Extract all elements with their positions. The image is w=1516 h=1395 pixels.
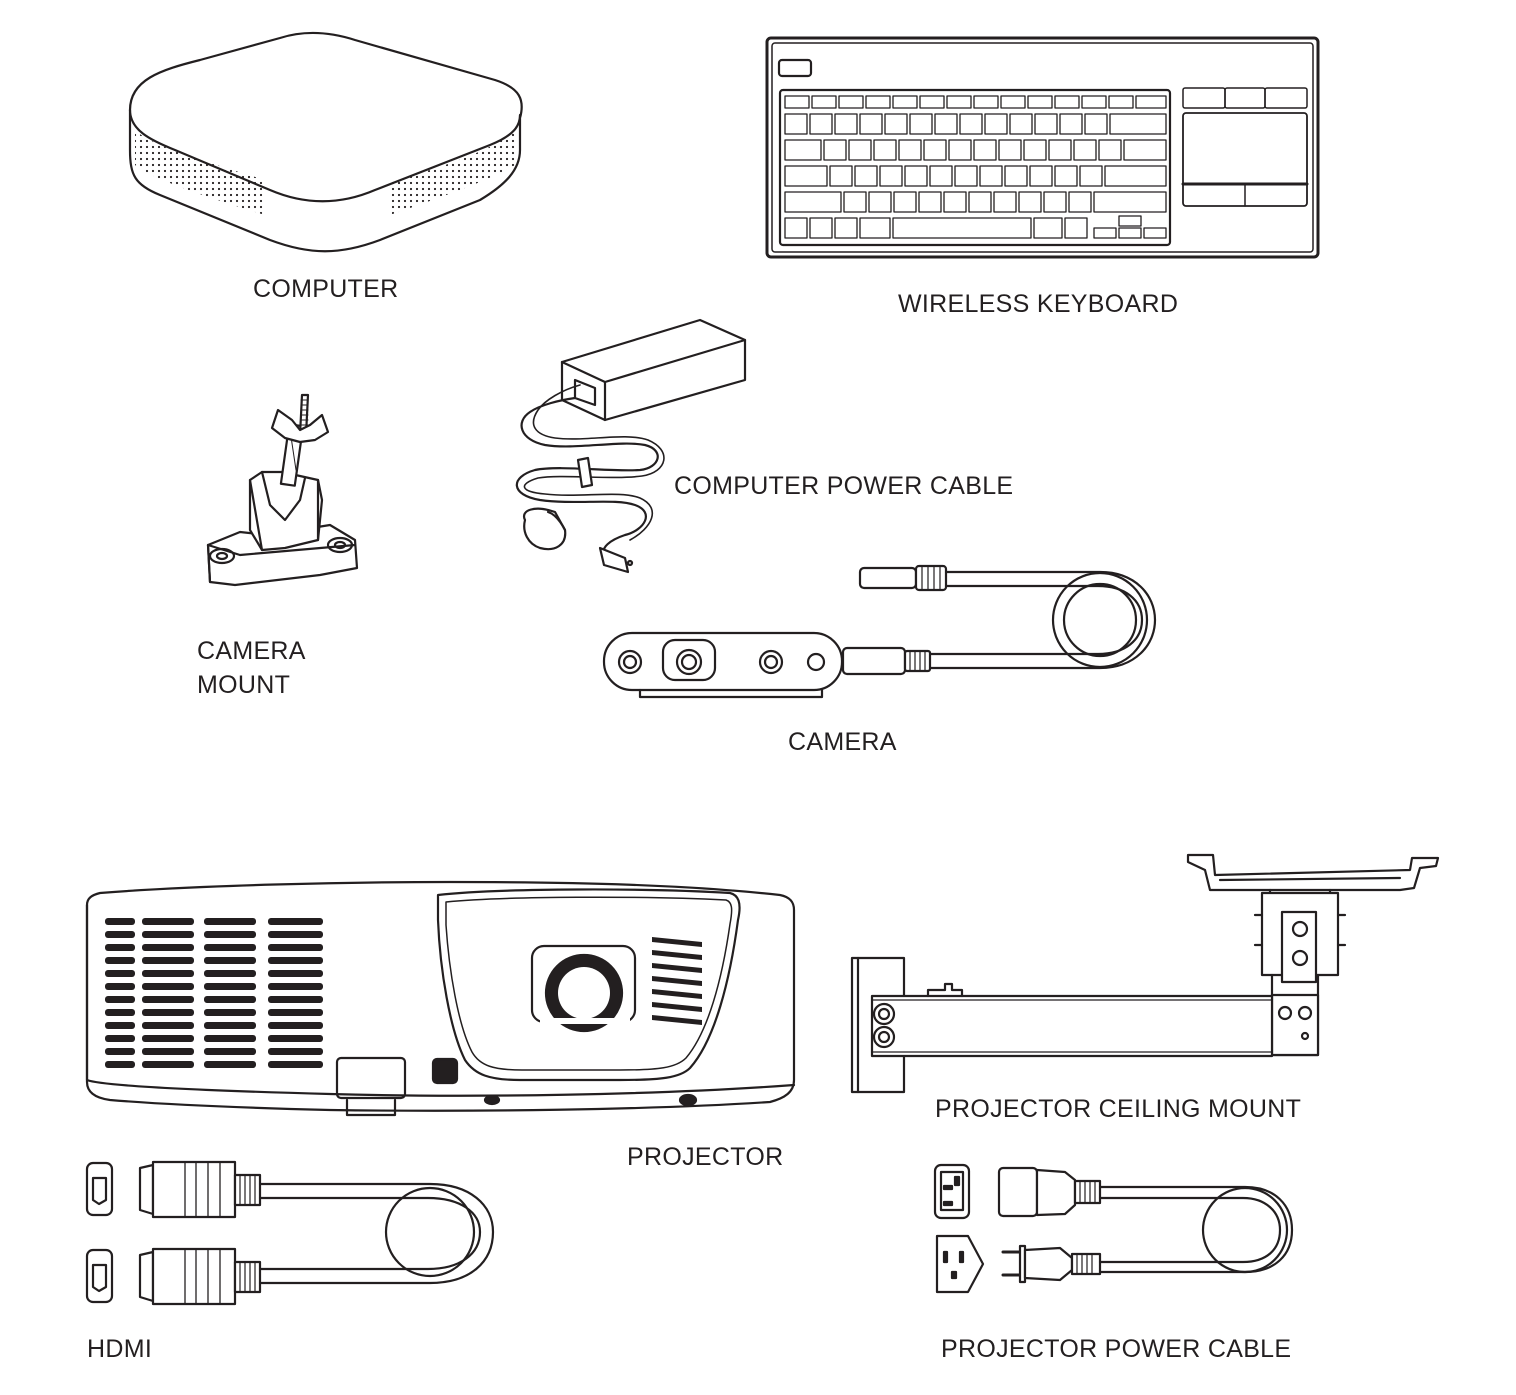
camera-mount-label-line2: MOUNT xyxy=(197,671,291,699)
projector-illustration xyxy=(85,880,796,1117)
projector-label: PROJECTOR xyxy=(627,1143,784,1171)
camera-label: CAMERA xyxy=(788,728,897,756)
hdmi-cable-illustration xyxy=(85,1160,495,1306)
projector-ceiling-mount-illustration xyxy=(850,853,1440,1094)
camera-mount-illustration xyxy=(206,393,359,587)
wireless-keyboard-label: WIRELESS KEYBOARD xyxy=(898,290,1179,318)
projector-power-cable-label: PROJECTOR POWER CABLE xyxy=(941,1335,1292,1363)
camera-mount-label-line1: CAMERA xyxy=(197,637,306,665)
computer-power-cable-label: COMPUTER POWER CABLE xyxy=(674,472,1014,500)
wireless-keyboard-illustration xyxy=(765,36,1320,259)
hdmi-label: HDMI xyxy=(87,1335,153,1363)
projector-power-cable-illustration xyxy=(933,1163,1294,1294)
computer-label: COMPUTER xyxy=(253,275,399,303)
projector-ceiling-mount-label: PROJECTOR CEILING MOUNT xyxy=(935,1095,1302,1123)
computer-power-cable-illustration xyxy=(515,318,747,574)
computer-illustration xyxy=(128,31,523,253)
camera-illustration xyxy=(602,564,1157,699)
